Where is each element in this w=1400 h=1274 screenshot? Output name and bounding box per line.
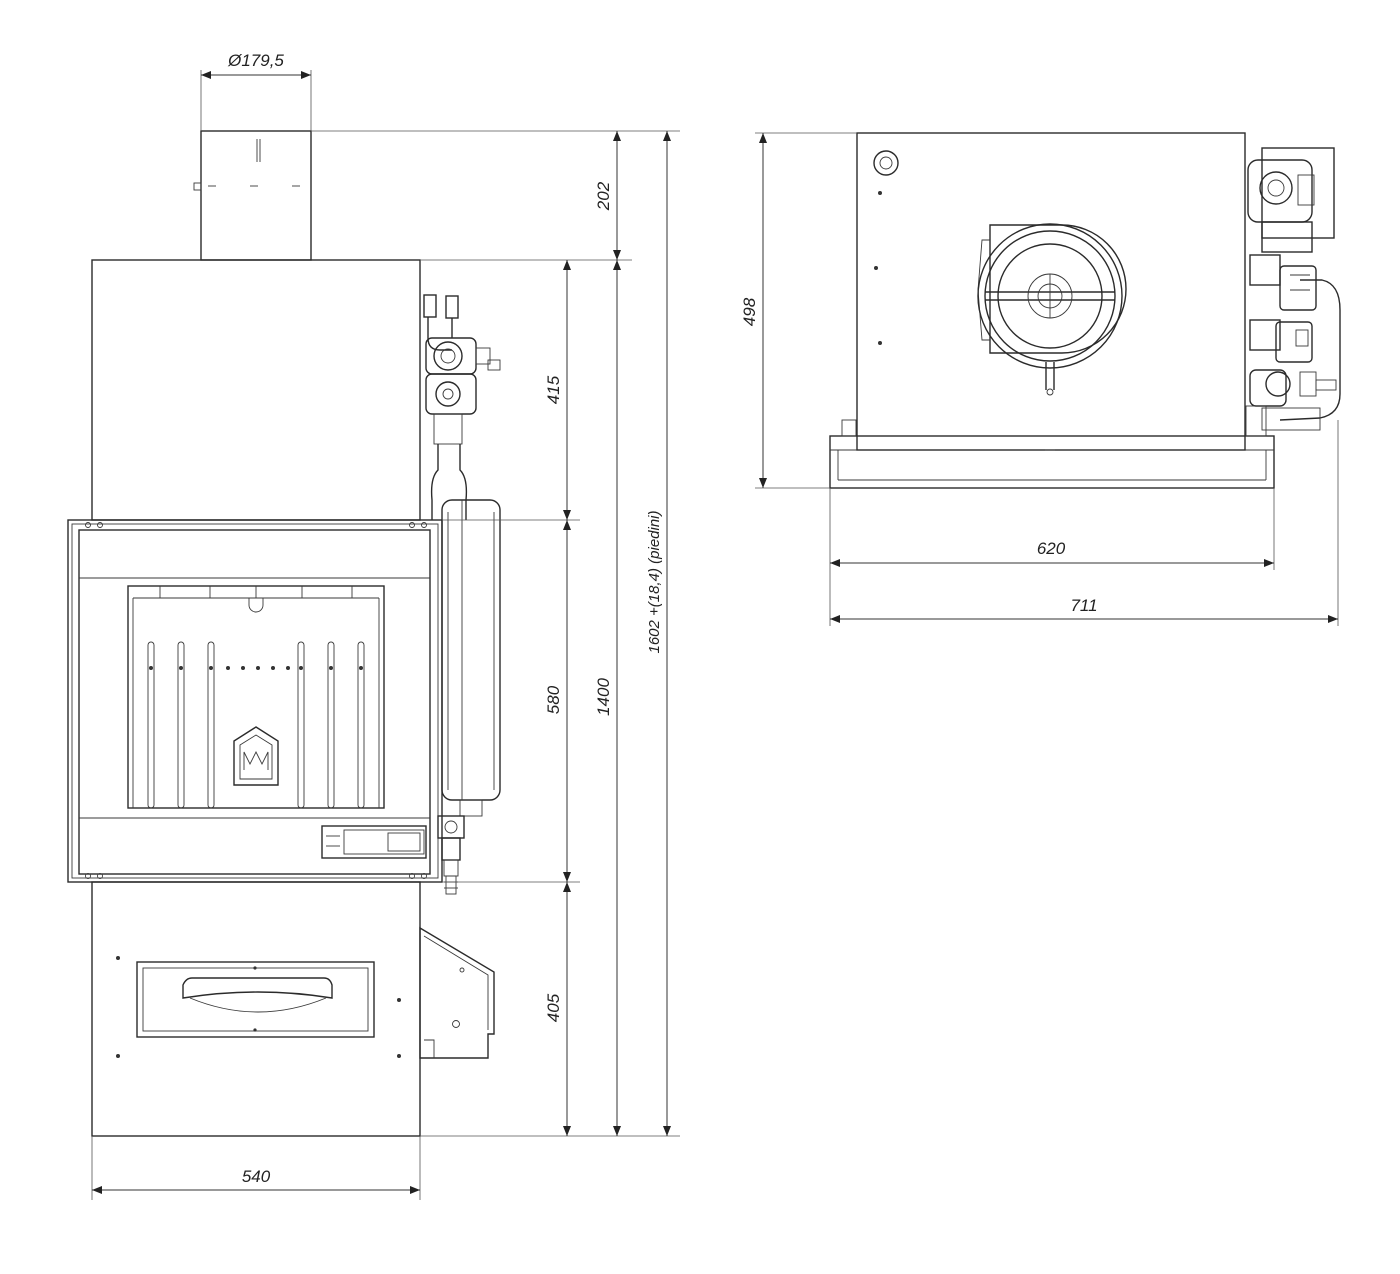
dim-firebox-section: 580	[544, 685, 563, 714]
top-view: 498 620 711	[740, 132, 1341, 626]
dim-total-height: 1602 +(18,4) (piedini)	[646, 510, 663, 653]
control-panel	[321, 825, 427, 859]
dim-flue-height: 202	[594, 181, 613, 211]
dim-depth: 498	[740, 297, 759, 326]
lower-casing	[91, 881, 495, 1137]
upper-casing	[91, 259, 421, 521]
dim-flue-diameter: Ø179,5	[227, 51, 284, 70]
flue-collar	[977, 223, 1127, 396]
dim-lower-section: 405	[544, 993, 563, 1022]
top-hydraulic-assembly	[1245, 147, 1341, 437]
base-plate	[829, 435, 1275, 489]
dim-body-height: 1400	[594, 678, 613, 716]
front-view: Ø179,5 202 415 580 405 1400 1602 +(18,4)…	[67, 51, 680, 1200]
firebox	[67, 519, 443, 883]
dim-total-width: 711	[1070, 596, 1097, 615]
dim-width: 540	[242, 1167, 271, 1186]
brand-logo-icon	[233, 726, 279, 786]
sensor-port-icon	[873, 150, 899, 176]
hydraulic-assembly	[423, 294, 501, 895]
dim-upper-section: 415	[544, 375, 563, 404]
dim-base-width: 620	[1037, 539, 1066, 558]
flue-pipe	[193, 130, 312, 261]
